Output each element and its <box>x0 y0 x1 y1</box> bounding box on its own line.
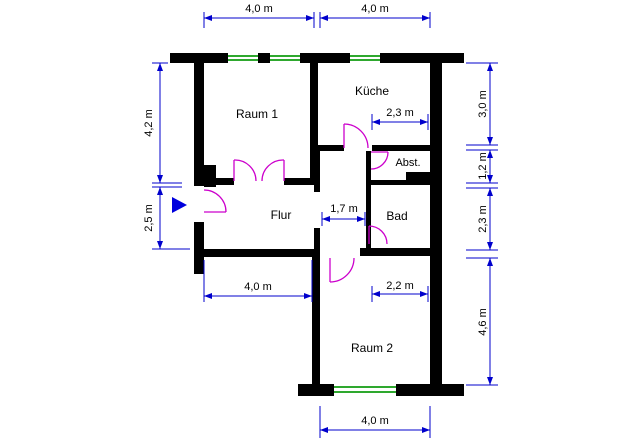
wall-flur-bottom <box>194 249 320 257</box>
room-abst-label: Abst. <box>395 157 420 169</box>
wall-kueche-bottom <box>314 145 344 151</box>
dim-raum2-width <box>371 286 429 302</box>
dim-right-2 <box>466 149 498 184</box>
room-kueche-label: Küche <box>355 84 389 98</box>
wall-abst-bottom <box>371 180 433 185</box>
dim-kueche-width <box>371 114 429 130</box>
dim-raum1-bottom <box>203 260 313 302</box>
window-kueche <box>350 53 380 63</box>
entrance-arrow-icon <box>172 197 187 213</box>
dim-top-left <box>203 12 315 28</box>
dim-right-1-label: 3,0 m <box>477 90 489 118</box>
door-kueche <box>343 123 369 149</box>
dim-left-upper <box>152 62 182 184</box>
dim-bottom-label: 4,0 m <box>361 415 389 427</box>
room-labels: Raum 1 Küche Abst. Flur Bad Raum 2 <box>236 84 421 355</box>
wall-left-upper <box>194 53 204 186</box>
wall-raum2-top-right <box>360 248 438 256</box>
door-bad <box>368 225 388 245</box>
dimension-lines <box>152 12 498 438</box>
wall-raum2-left <box>312 252 320 396</box>
room-raum1-label: Raum 1 <box>236 107 278 121</box>
dim-top-right-label: 4,0 m <box>361 3 389 15</box>
wall-right <box>430 53 442 393</box>
dim-left-lower-label: 2,5 m <box>143 204 155 232</box>
wall-raum1-right <box>310 53 318 179</box>
dim-flur-width-label: 1,7 m <box>330 203 358 215</box>
dim-right-4 <box>466 257 498 386</box>
dim-raum1-bottom-label: 4,0 m <box>244 281 272 293</box>
room-raum2-label: Raum 2 <box>351 341 393 355</box>
dim-right-3-label: 2,3 m <box>477 205 489 233</box>
wall-abst-stub <box>406 172 432 182</box>
window-raum1-a <box>228 53 258 63</box>
wall-kueche-bottom-b <box>372 145 436 151</box>
room-flur-label: Flur <box>271 208 292 222</box>
door-raum2 <box>329 257 355 283</box>
dim-bottom <box>319 406 431 438</box>
wall-raum1-bottom-a <box>204 178 234 185</box>
wall-raum1-bottom-b <box>284 178 314 185</box>
dim-right-3 <box>466 187 498 251</box>
windows <box>228 53 396 396</box>
door-raum1 <box>233 159 285 182</box>
door-entrance <box>203 189 227 213</box>
dim-top-right <box>319 12 431 28</box>
dim-flur-width <box>321 212 366 226</box>
dim-right-1 <box>466 62 498 146</box>
dim-kueche-width-label: 2,3 m <box>386 107 414 119</box>
wall-abst-left <box>366 151 371 248</box>
dim-right-2-label: 1,2 m <box>477 152 489 180</box>
wall-flur-right-lower <box>314 228 320 256</box>
room-bad-label: Bad <box>386 209 407 223</box>
wall-flur-right-upper <box>314 148 320 192</box>
walls <box>170 53 464 396</box>
window-raum1-b <box>270 53 300 63</box>
wall-stub-left <box>204 165 216 187</box>
dim-left-upper-label: 4,2 m <box>143 109 155 137</box>
dim-raum2-width-label: 2,2 m <box>386 280 414 292</box>
door-abst <box>370 151 389 170</box>
dim-left-lower <box>152 186 190 250</box>
doors <box>203 123 389 283</box>
dim-top-left-label: 4,0 m <box>245 3 273 15</box>
window-raum2 <box>334 384 396 396</box>
wall-left-lower <box>194 222 204 274</box>
dim-right-4-label: 4,6 m <box>477 308 489 336</box>
dimension-labels: 4,0 m 4,0 m 4,2 m 2,5 m 3,0 m 1,2 m 2,3 … <box>143 3 489 427</box>
